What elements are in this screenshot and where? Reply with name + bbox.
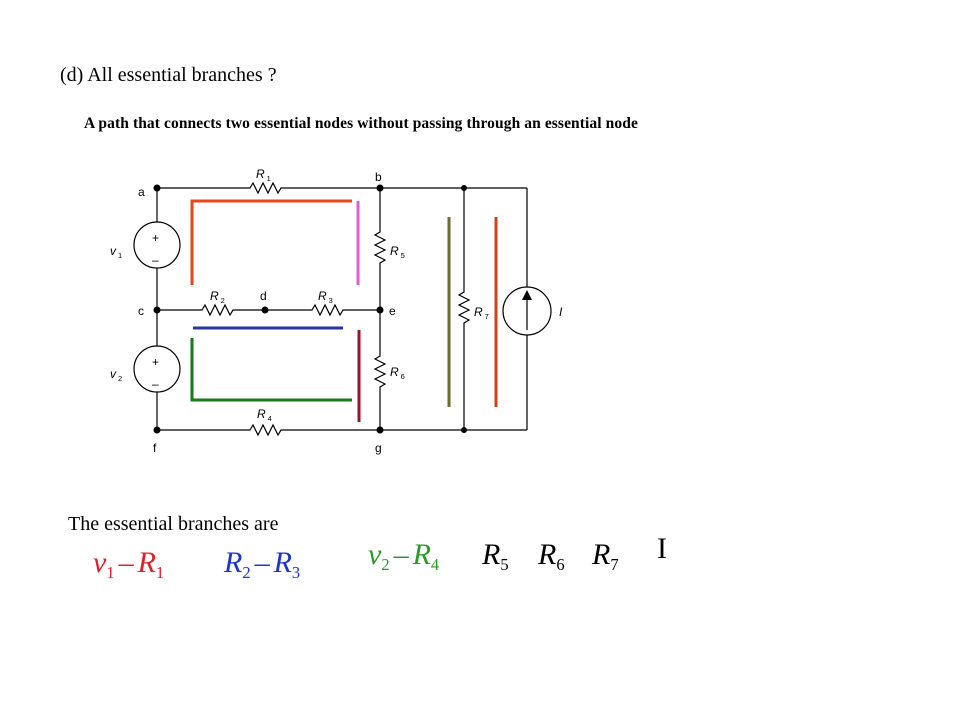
wire-r6	[373, 310, 387, 430]
node-b-dot	[376, 184, 384, 192]
branch-current-i: I	[657, 532, 667, 565]
node-d-dot	[261, 306, 269, 314]
v1-minus-sign: –	[152, 253, 159, 267]
node-label-a: a	[138, 185, 145, 199]
current-source-i	[502, 286, 552, 336]
label-current-i: I	[559, 305, 563, 319]
node-label-e: e	[389, 304, 396, 318]
branch-r2-r3: R2–R3	[224, 546, 301, 582]
circuit-wires	[133, 181, 552, 437]
current-arrow-icon	[522, 290, 532, 300]
node-dots	[153, 184, 467, 434]
node-g-dot	[376, 426, 384, 434]
branch-r7: R7	[592, 538, 619, 574]
node-e-dot	[376, 306, 384, 314]
voltage-source-v1	[133, 221, 181, 269]
v2-minus-sign: –	[152, 377, 159, 391]
wire-bottom-r4	[157, 423, 527, 437]
branch-v2-r4: v2–R4	[368, 538, 440, 574]
essential-branch-definition: A path that connects two essential nodes…	[84, 115, 638, 132]
voltage-source-v2	[133, 345, 181, 393]
node-g2-dot	[461, 427, 467, 433]
branch-r5: R5	[482, 538, 509, 574]
highlight-branch-v2-r4	[190, 338, 352, 402]
node-c-dot	[153, 306, 161, 314]
question-title: (d) All essential branches ?	[60, 64, 277, 86]
branch-v1-r1: v1–R1	[93, 546, 165, 582]
node-label-d: d	[260, 289, 267, 303]
highlight-branch-v1-r1	[190, 199, 352, 285]
wire-r5	[373, 188, 387, 310]
wire-top-r1	[157, 181, 527, 195]
v1-plus-sign: +	[152, 231, 159, 245]
node-a-dot	[153, 184, 161, 192]
node-label-b: b	[375, 170, 382, 184]
branches-heading: The essential branches are	[68, 513, 279, 535]
branch-r6: R6	[538, 538, 565, 574]
v2-plus-sign: +	[152, 355, 159, 369]
wire-r7	[457, 188, 471, 430]
node-b2-dot	[461, 185, 467, 191]
node-label-g: g	[375, 441, 382, 455]
node-label-c: c	[138, 304, 144, 318]
node-label-f: f	[153, 441, 157, 455]
wire-middle-r2-r3	[157, 303, 380, 317]
node-f-dot	[153, 426, 161, 434]
